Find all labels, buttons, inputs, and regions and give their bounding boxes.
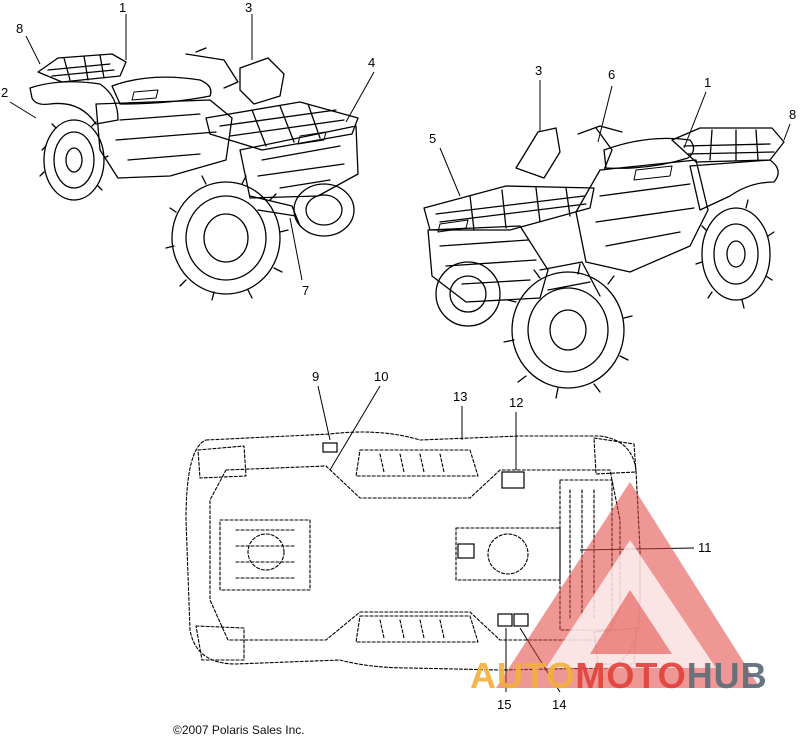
callout-8-left: 8 xyxy=(16,21,24,36)
callout-2: 2 xyxy=(1,85,9,100)
callout-9: 9 xyxy=(312,369,320,384)
callout-8-right: 8 xyxy=(789,107,797,122)
callout-3-right: 3 xyxy=(535,63,543,78)
callout-3-left: 3 xyxy=(245,0,253,15)
callout-5: 5 xyxy=(429,131,437,146)
callout-15: 15 xyxy=(497,697,512,712)
decal-15-box xyxy=(497,613,513,627)
callout-4: 4 xyxy=(368,55,376,70)
callout-1-right: 1 xyxy=(704,75,712,90)
decal-9-box xyxy=(322,442,338,453)
watermark-wordmark: AUTOMOTOHUB xyxy=(470,658,768,694)
callout-13: 13 xyxy=(453,389,468,404)
atv-front-left-view xyxy=(29,47,359,301)
callout-10: 10 xyxy=(374,369,389,384)
callout-14: 14 xyxy=(552,697,567,712)
underside-decal-boxes xyxy=(322,442,529,627)
watermark-part-auto: AUTO xyxy=(470,655,576,696)
atv-front-right-view xyxy=(423,125,785,399)
watermark-logo-shape xyxy=(496,482,760,688)
decal-12-box xyxy=(501,471,525,489)
callout-6: 6 xyxy=(608,67,616,82)
decal-13-box xyxy=(457,543,475,559)
callout-11: 11 xyxy=(698,540,712,555)
copyright-notice: ©2007 Polaris Sales Inc. xyxy=(173,723,305,737)
callout-7: 7 xyxy=(302,283,310,298)
watermark-part-hub: HUB xyxy=(686,655,768,696)
decal-14-box xyxy=(513,613,529,627)
callout-12: 12 xyxy=(509,395,524,410)
callout-1-left: 1 xyxy=(119,0,127,15)
watermark-part-moto: MOTO xyxy=(575,655,687,696)
